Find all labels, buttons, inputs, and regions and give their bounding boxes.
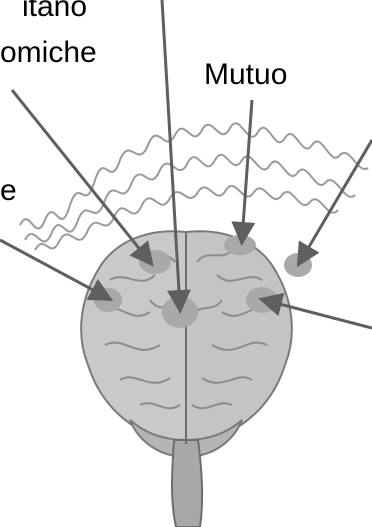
label-top-right: Mutuo	[204, 60, 287, 90]
arrow-to-left-upper	[12, 90, 150, 262]
label-top-left-line1: itano	[22, 0, 87, 22]
label-left: e	[0, 176, 17, 206]
region-right-lateral	[284, 253, 312, 277]
wave-band-1	[20, 123, 368, 228]
brain	[81, 231, 312, 527]
region-right-center	[246, 287, 278, 313]
brain-stem	[172, 440, 202, 527]
arrow-to-right-upper	[242, 100, 252, 240]
label-top-left-line2: omiche	[0, 38, 97, 68]
region-right-upper	[224, 235, 256, 255]
brain-right-hemisphere	[186, 231, 292, 446]
